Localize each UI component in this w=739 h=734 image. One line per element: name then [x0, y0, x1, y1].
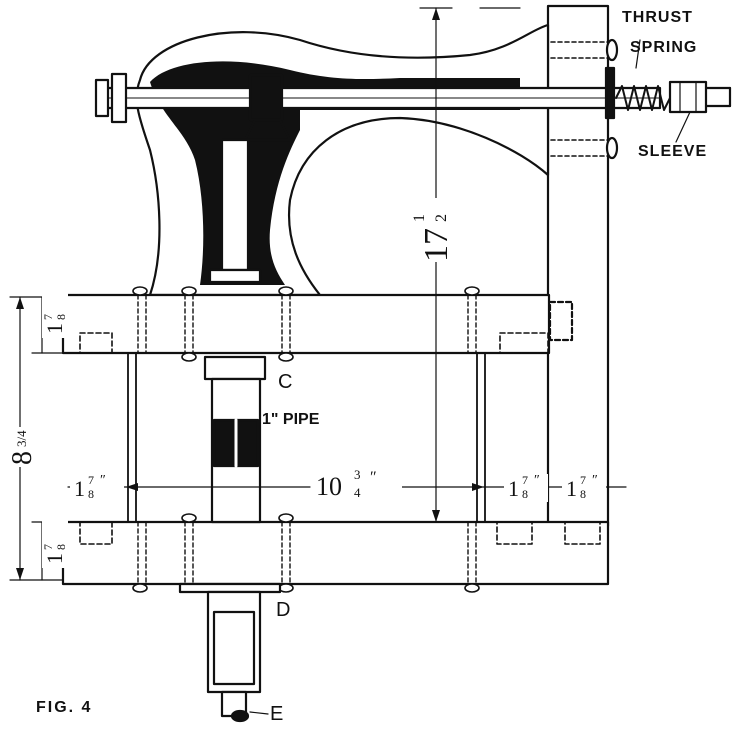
dim-height-total: 17 1 2	[406, 198, 466, 262]
bolt-head-4	[605, 136, 619, 160]
bolt-head-2	[605, 38, 619, 62]
vertical-spindle	[220, 138, 250, 272]
shaft-left-nut	[94, 78, 110, 118]
thrust-spring	[615, 85, 671, 111]
dim-height-num: 1	[411, 214, 428, 222]
label-pipe: 1" PIPE	[262, 411, 320, 428]
label-sleeve: SLEEVE	[638, 143, 708, 160]
bottom-plate	[61, 520, 610, 586]
dim-height-whole: 17	[418, 228, 455, 262]
label-thrust: THRUST	[622, 9, 693, 26]
dim-right-a: 1 7 8 ″	[504, 474, 548, 502]
dashed-pockets	[79, 332, 601, 545]
label-spring: SPRING	[630, 39, 698, 56]
bevel-gear	[248, 73, 284, 122]
dim-span: 10 3 4 ″	[312, 466, 402, 506]
upright-column	[546, 4, 610, 528]
shaft-left-washer	[110, 72, 128, 124]
figure-caption: FIG. 4	[36, 699, 93, 716]
dim-left-frac: 3/4	[14, 430, 29, 447]
dim-height-den: 2	[433, 214, 450, 222]
label-e: E	[270, 703, 284, 725]
dim-left-whole: 8	[7, 451, 38, 465]
dim-top-plate: 1 7 8	[41, 288, 68, 338]
label-c: C	[278, 371, 293, 393]
bearing-c	[203, 355, 267, 381]
collar-plate	[604, 66, 616, 120]
label-d: D	[276, 599, 291, 621]
tie-rods	[127, 352, 486, 523]
dim-right-b: 1 7 8 ″	[562, 474, 606, 502]
upright-lug	[548, 300, 574, 342]
dimension-lines	[9, 7, 627, 581]
bearing-d	[178, 582, 282, 594]
dim-left-overall: 8 3/4	[5, 427, 39, 467]
dim-left-post: 1 7 8 ″	[70, 474, 124, 502]
dim-bottom-plate: 1 7 8	[41, 518, 68, 568]
sleeve	[668, 80, 708, 114]
